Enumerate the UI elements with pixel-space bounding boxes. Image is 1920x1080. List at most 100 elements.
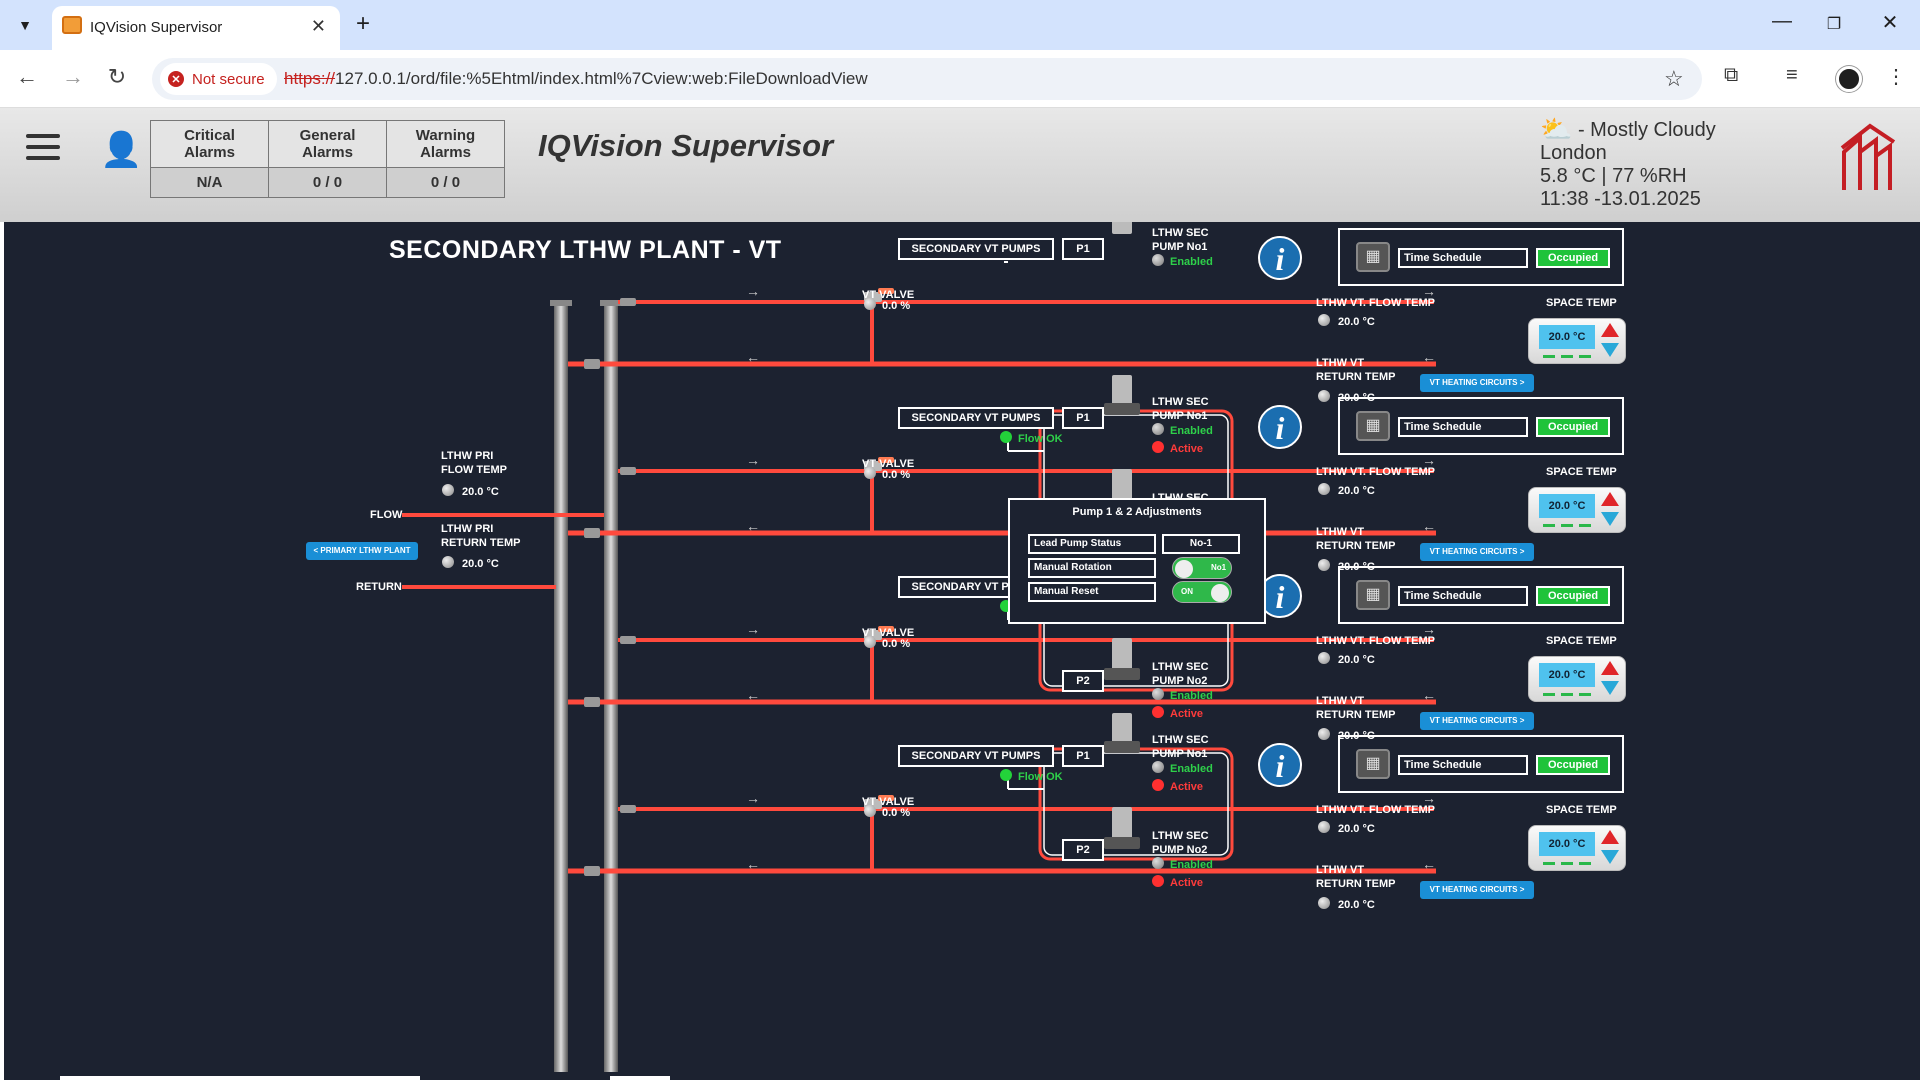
bookmark-star-icon[interactable]: ☆ [1664,66,1684,91]
warning-icon: ✕ [168,71,184,87]
svg-text:→: → [1422,621,1436,637]
svg-text:→: → [1422,283,1436,299]
temp-down-arrow-icon[interactable] [1601,681,1619,695]
svg-text:←: ← [1422,349,1436,365]
close-window-icon[interactable]: ✕ [1881,12,1899,34]
pump2-active-indicator-icon [1152,875,1164,887]
secondary-vt-pumps-button[interactable]: SECONDARY VT PUMPS [898,407,1054,429]
info-icon[interactable]: i [1258,743,1302,787]
vt-valve-sensor-icon [864,636,876,648]
temp-up-arrow-icon[interactable] [1601,323,1619,337]
pump-p1-button[interactable]: P1 [1062,407,1104,429]
general-alarms-value[interactable]: 0 / 0 [268,167,387,198]
space-temp-thermostat[interactable]: 20.0 °C [1528,318,1626,364]
pump2-active-status: Active [1170,877,1204,889]
vt-valve-sensor-icon [864,467,876,479]
pump-p2-button[interactable]: P2 [1062,670,1104,692]
secondary-vt-pumps-button[interactable]: SECONDARY VT PUMPS [898,745,1054,767]
vt-heating-circuits-button[interactable]: VT HEATING CIRCUITS > [1420,374,1534,392]
flow-ok-indicator-icon [1000,769,1012,781]
reload-icon[interactable]: ↻ [107,64,127,89]
omnibox[interactable]: ✕ Not secure https://127.0.0.1/ord/file:… [152,58,1702,100]
browser-tab-bar: ▼ IQVision Supervisor ✕ + — ❐ ✕ [0,0,1920,50]
time-schedule-label[interactable]: Time Schedule [1398,248,1528,268]
weather-location: London [1540,142,1607,164]
not-secure-chip[interactable]: ✕ Not secure [160,63,277,95]
app-header: 👤 Critical Alarms General Alarms Warning… [0,108,1920,222]
flow-ok-status: Flow OK [1018,433,1063,445]
occupancy-status: Occupied [1536,586,1610,606]
vt-return-temp-sensor-icon [1318,728,1330,740]
time-schedule-label[interactable]: Time Schedule [1398,586,1528,606]
info-icon[interactable]: i [1258,236,1302,280]
vt-flow-temp-sensor-icon [1318,314,1330,326]
temp-down-arrow-icon[interactable] [1601,850,1619,864]
space-temp-thermostat[interactable]: 20.0 °C [1528,656,1626,702]
vt-heating-circuits-button[interactable]: VT HEATING CIRCUITS > [1420,543,1534,561]
profile-avatar[interactable] [1836,66,1862,92]
temp-down-arrow-icon[interactable] [1601,343,1619,357]
time-schedule-panel: ▦ Time Schedule Occupied [1338,397,1624,455]
pump1-enabled-status: Enabled [1170,256,1213,268]
minimize-icon[interactable]: — [1772,10,1792,32]
browser-menu-icon[interactable]: ⋮ [1886,66,1906,88]
tab-search-chevron-icon[interactable]: ▼ [18,17,32,33]
time-schedule-label[interactable]: Time Schedule [1398,417,1528,437]
restore-icon[interactable]: ❐ [1826,16,1842,33]
critical-alarms-header[interactable]: Critical Alarms [150,120,269,168]
horizontal-scrollbar[interactable] [60,1076,420,1080]
svg-text:→: → [746,283,760,299]
pump2-active-status: Active [1170,708,1204,720]
critical-alarms-value[interactable]: N/A [150,167,269,198]
primary-lthw-plant-button[interactable]: < PRIMARY LTHW PLANT [306,542,418,560]
pump-p1-button[interactable]: P1 [1062,745,1104,767]
manual-rotation-toggle[interactable]: No1 [1172,557,1232,579]
temp-up-arrow-icon[interactable] [1601,661,1619,675]
space-temp-thermostat[interactable]: 20.0 °C [1528,487,1626,533]
svg-text:←: ← [1422,518,1436,534]
pump-p1-button[interactable]: P1 [1062,238,1104,260]
back-icon[interactable]: ← [16,64,38,89]
temp-down-arrow-icon[interactable] [1601,512,1619,526]
calendar-icon[interactable]: ▦ [1356,242,1390,272]
space-temp-label: SPACE TEMP [1546,466,1617,478]
calendar-icon[interactable]: ▦ [1356,749,1390,779]
pump-p2-button[interactable]: P2 [1062,839,1104,861]
vt-valve-value: 0.0 % [882,807,911,819]
new-tab-icon[interactable]: + [356,10,371,37]
favicon-icon [62,16,82,34]
calendar-icon[interactable]: ▦ [1356,411,1390,441]
warning-alarms-value[interactable]: 0 / 0 [386,167,505,198]
temp-up-arrow-icon[interactable] [1601,492,1619,506]
general-alarms-header[interactable]: General Alarms [268,120,387,168]
vt-valve-label: VT VALVE [862,796,915,808]
manual-rotation-label: Manual Rotation [1028,558,1156,578]
pump2-enabled-status: Enabled [1170,690,1213,702]
browser-tab[interactable]: IQVision Supervisor ✕ [52,6,340,50]
temp-up-arrow-icon[interactable] [1601,830,1619,844]
close-tab-icon[interactable]: ✕ [310,16,326,36]
horizontal-scrollbar-thumb[interactable] [610,1076,670,1080]
warning-alarms-header[interactable]: Warning Alarms [386,120,505,168]
vt-flow-temp-label: LTHW VT. FLOW TEMP [1316,635,1435,647]
hamburger-menu-icon[interactable] [26,134,60,167]
secondary-vt-pumps-button[interactable]: SECONDARY VT PUMPS [898,238,1054,260]
pump1-active-status: Active [1170,781,1204,793]
info-icon[interactable]: i [1258,405,1302,449]
space-temp-thermostat[interactable]: 20.0 °C [1528,825,1626,871]
manual-reset-toggle[interactable]: ON [1172,581,1232,603]
extensions-icon[interactable]: ⧉ [1724,64,1739,86]
thermostat-level-bars [1543,355,1597,358]
calendar-icon[interactable]: ▦ [1356,580,1390,610]
forward-icon[interactable]: → [62,64,84,89]
flow-ok-status: Flow OK [1018,771,1063,783]
pump1-enabled-indicator-icon [1152,761,1164,773]
time-schedule-label[interactable]: Time Schedule [1398,755,1528,775]
weather-datetime: 11:38 -13.01.2025 [1540,188,1701,210]
media-controls-icon[interactable]: ≡ [1786,64,1798,86]
svg-text:←: ← [746,518,760,534]
url-text[interactable]: https://127.0.0.1/ord/file:%5Ehtml/index… [284,69,868,89]
user-logout-icon[interactable]: 👤 [100,131,143,169]
vt-heating-circuits-button[interactable]: VT HEATING CIRCUITS > [1420,881,1534,899]
vt-heating-circuits-button[interactable]: VT HEATING CIRCUITS > [1420,712,1534,730]
